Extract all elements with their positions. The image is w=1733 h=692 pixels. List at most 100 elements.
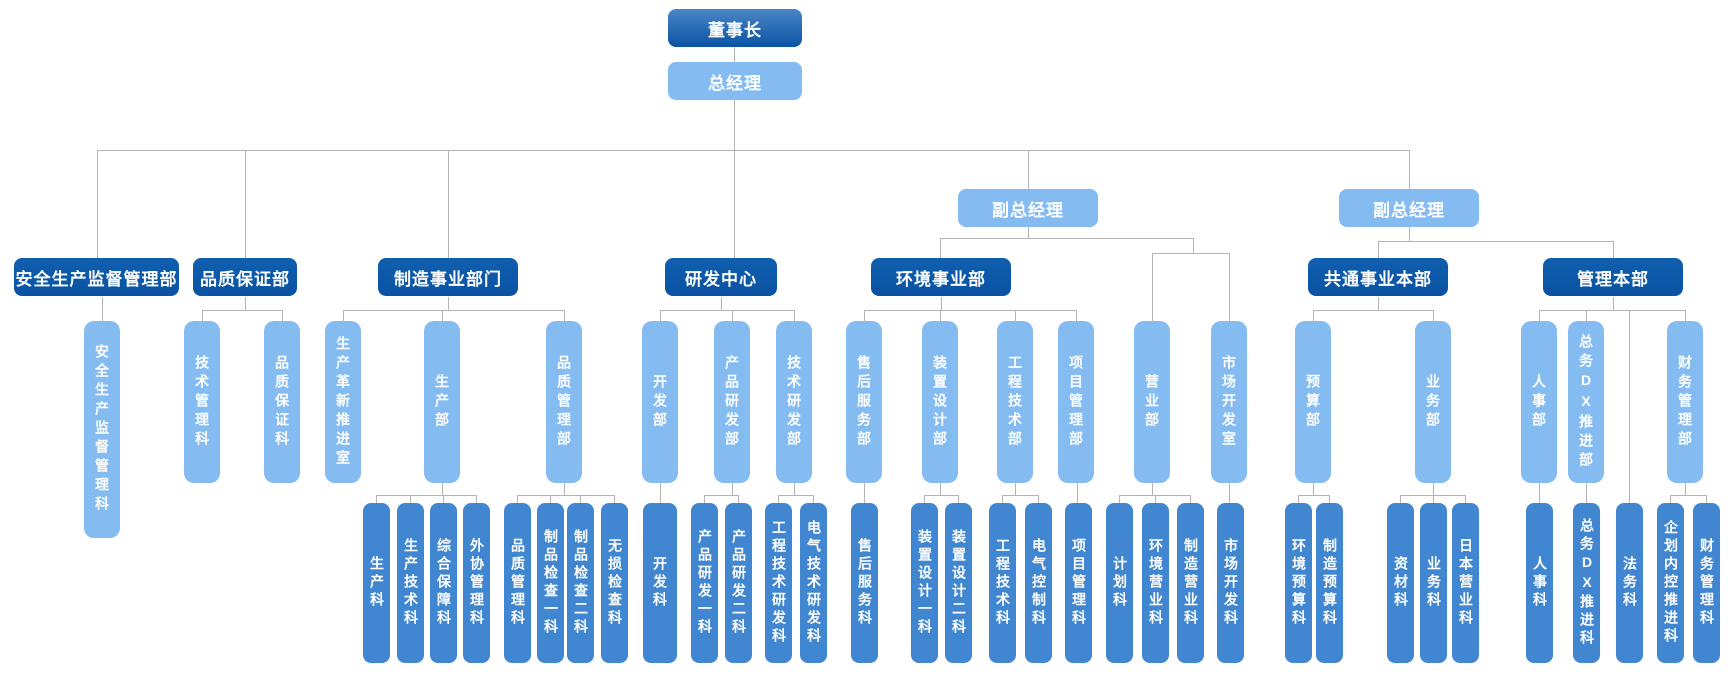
connector-line (1685, 483, 1686, 495)
node-production-sect: 生产科 (363, 503, 390, 663)
connector-line (941, 297, 942, 310)
connector-line (443, 495, 444, 503)
connector-line (1152, 253, 1153, 321)
node-project-mgmt-sect: 项目管理科 (1065, 503, 1092, 663)
node-device-design-dept: 装置设计部 (922, 321, 958, 483)
connector-line (550, 495, 551, 503)
connector-line (1002, 495, 1003, 503)
node-env-sales-sect: 环境营业科 (1142, 503, 1169, 663)
connector-line (1613, 241, 1614, 258)
node-safety-dept: 安全生产监督管理部 (14, 258, 179, 296)
node-general-manager: 总经理 (668, 62, 802, 100)
connector-line (1670, 495, 1671, 503)
connector-line (410, 495, 411, 503)
node-business-dept: 业务部 (1415, 321, 1451, 483)
connector-line (1028, 150, 1029, 189)
connector-line (734, 47, 735, 62)
node-hr-dept: 人事部 (1521, 321, 1557, 483)
connector-line (245, 297, 246, 310)
node-general-support-sect: 综合保障科 (430, 503, 457, 663)
connector-line (1229, 253, 1230, 321)
connector-line (940, 238, 1193, 239)
node-common-hq: 共通事业本部 (1308, 258, 1448, 296)
node-quality-mgmt-sect: 品质管理科 (504, 503, 531, 663)
connector-line (704, 495, 705, 503)
connector-line (448, 297, 449, 310)
node-tech-rd-dept: 技术研发部 (776, 321, 812, 483)
node-dev-sect: 开发科 (643, 503, 677, 663)
node-hr-sect: 人事科 (1526, 503, 1553, 663)
connector-line (97, 150, 1409, 151)
connector-line (245, 150, 246, 258)
connector-line (864, 310, 1076, 311)
node-product-inspection2-sect: 制品检查二科 (567, 503, 594, 663)
connector-line (282, 310, 283, 321)
connector-line (1433, 310, 1434, 321)
connector-line (1706, 495, 1707, 503)
node-eng-tech-rd-sect: 工程技术研发科 (765, 503, 792, 663)
node-dev-dept: 开发部 (642, 321, 678, 483)
connector-line (778, 495, 813, 496)
connector-line (738, 495, 739, 503)
node-aftersales-sect: 售后服务科 (851, 503, 878, 663)
connector-line (1038, 495, 1039, 503)
connector-line (940, 483, 941, 495)
node-finance-mgmt-sect: 财务管理科 (1693, 503, 1720, 663)
connector-line (1378, 297, 1379, 310)
connector-line (958, 495, 959, 503)
connector-line (102, 297, 103, 321)
node-deputy-gm-2: 副总经理 (1339, 189, 1479, 227)
connector-line (1378, 241, 1613, 242)
connector-line (1119, 495, 1120, 503)
connector-line (1465, 495, 1466, 503)
connector-line (1298, 495, 1299, 503)
connector-line (1015, 310, 1016, 321)
connector-line (940, 310, 941, 321)
connector-line (97, 150, 98, 258)
node-project-mgmt-dept: 项目管理部 (1058, 321, 1094, 483)
node-safety-sect: 安全生产监督管理科 (84, 321, 120, 538)
connector-line (476, 495, 477, 503)
connector-line (1400, 495, 1465, 496)
node-product-rd2-sect: 产品研发二科 (725, 503, 752, 663)
connector-line (202, 310, 282, 311)
connector-line (1685, 310, 1686, 321)
connector-line (1015, 483, 1016, 495)
connector-line (1313, 310, 1314, 321)
node-market-dev-sect: 市场开发科 (1217, 503, 1244, 663)
node-material-sect: 资材科 (1387, 503, 1414, 663)
node-finance-mgmt-dept: 财务管理部 (1667, 321, 1703, 483)
connector-line (580, 495, 581, 503)
connector-line (1613, 297, 1614, 310)
node-prod-innov-office: 生产革新推进室 (325, 321, 361, 483)
node-aftersales-dept: 售后服务部 (846, 321, 882, 483)
connector-line (614, 495, 615, 503)
node-chairman: 董事长 (668, 9, 802, 47)
node-japan-sales-sect: 日本营业科 (1452, 503, 1479, 663)
node-ndt-sect: 无损检查科 (601, 503, 628, 663)
connector-line (1313, 483, 1314, 495)
node-elec-ctrl-sect: 电气控制科 (1025, 503, 1052, 663)
connector-line (660, 483, 661, 503)
node-env-div: 环境事业部 (871, 258, 1011, 296)
node-outsourcing-mgmt-sect: 外协管理科 (463, 503, 490, 663)
node-product-inspection1-sect: 制品检查一科 (537, 503, 564, 663)
node-eng-tech-dept: 工程技术部 (997, 321, 1033, 483)
connector-line (660, 310, 661, 321)
connector-line (1409, 150, 1410, 189)
connector-line (1119, 495, 1190, 496)
node-production-dept: 生产部 (424, 321, 460, 483)
node-manufacturing-div: 制造事业部门 (378, 258, 518, 296)
node-env-budget-sect: 环境预算科 (1285, 503, 1312, 663)
node-market-dev-office: 市场开发室 (1211, 321, 1247, 483)
connector-line (732, 483, 733, 495)
connector-line (1400, 495, 1401, 503)
connector-line (1028, 227, 1029, 238)
connector-line (864, 310, 865, 321)
connector-line (734, 100, 735, 258)
connector-line (1002, 495, 1038, 496)
node-prod-tech-sect: 生产技术科 (397, 503, 424, 663)
connector-line (1586, 483, 1587, 503)
connector-line (1329, 495, 1330, 503)
